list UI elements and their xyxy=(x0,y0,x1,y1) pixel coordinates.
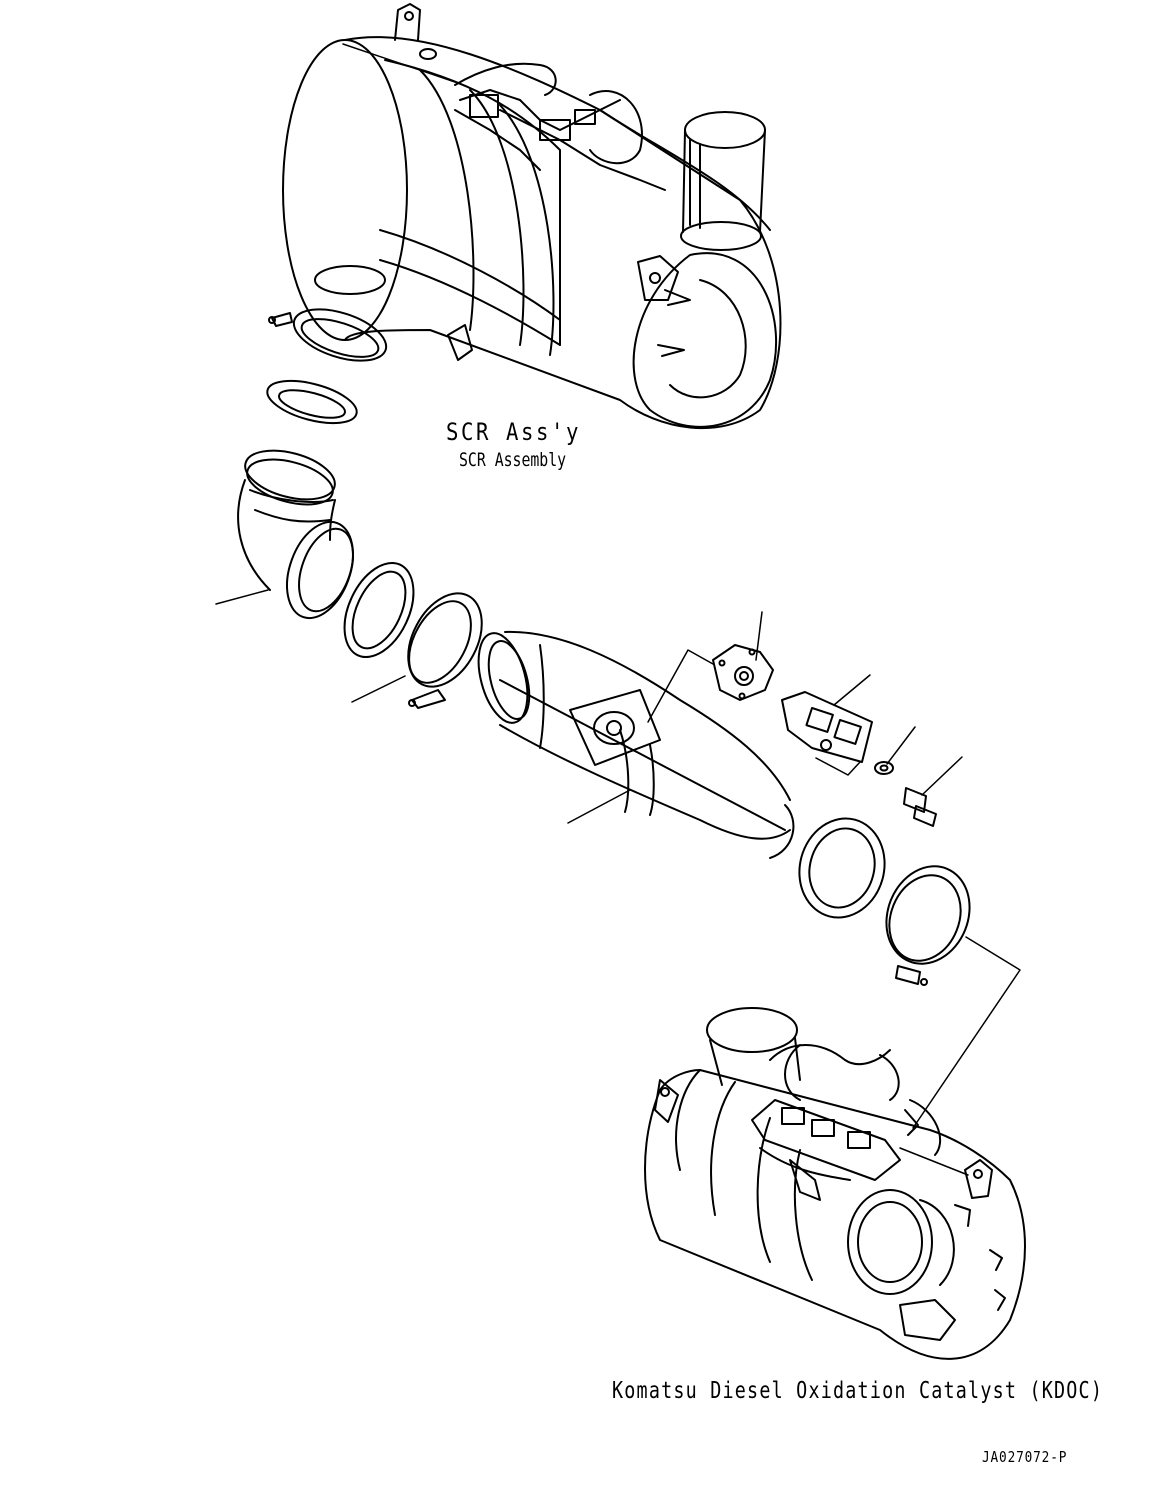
middle-clamp xyxy=(407,592,483,709)
lower-clamp xyxy=(885,865,971,986)
sensor-plate xyxy=(712,644,774,701)
washer xyxy=(874,761,894,775)
kdoc-label: Komatsu Diesel Oxidation Catalyst (KDOC) xyxy=(612,1378,1104,1404)
scr-assembly-label: SCR Assembly xyxy=(459,449,567,471)
elbow-pipe xyxy=(237,449,354,620)
upper-clamp xyxy=(268,308,388,362)
lower-gasket xyxy=(798,817,886,919)
mixing-tube xyxy=(477,630,795,859)
scr-assy-label: SCR Ass'y xyxy=(446,418,582,446)
scr-assembly xyxy=(282,3,782,430)
leader-lines xyxy=(215,43,1021,1176)
bolt xyxy=(903,787,937,827)
middle-gasket xyxy=(343,561,415,659)
upper-gasket xyxy=(266,379,358,425)
kdoc-assembly xyxy=(644,1007,1026,1360)
sensor-bracket xyxy=(781,691,873,763)
figure-id: JA027072-P xyxy=(982,1448,1068,1466)
